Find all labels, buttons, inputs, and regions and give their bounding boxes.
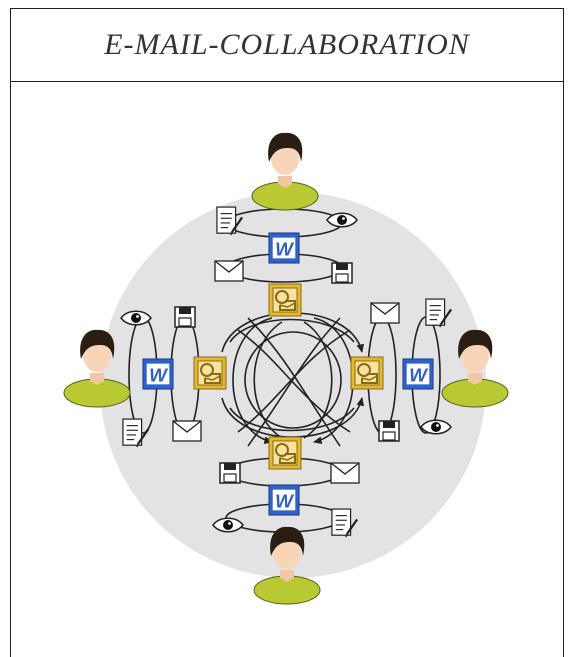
save-disk-icon: [174, 306, 196, 328]
envelope-icon: [330, 462, 360, 484]
save-disk-icon: [219, 462, 241, 484]
eye-icon: [212, 517, 244, 533]
save-disk-icon: [378, 420, 400, 442]
eye-icon: [326, 212, 358, 228]
outlook-icon: [193, 356, 227, 390]
outlook-icon: [350, 356, 384, 390]
title-bar: E-MAIL-COLLABORATION: [11, 9, 563, 82]
figure-frame: E-MAIL-COLLABORATION: [10, 8, 564, 657]
word-doc-icon: [402, 358, 434, 390]
save-disk-icon: [331, 262, 353, 284]
eye-icon: [420, 419, 452, 435]
outlook-icon: [268, 283, 302, 317]
word-doc-icon: [268, 484, 300, 516]
background-disc: [100, 192, 486, 578]
outlook-icon: [268, 436, 302, 470]
envelope-icon: [370, 302, 400, 324]
word-doc-icon: [142, 358, 174, 390]
eye-icon: [120, 310, 152, 326]
envelope-icon: [172, 420, 202, 442]
person-top: [251, 132, 319, 211]
envelope-icon: [214, 260, 244, 282]
page-title: E-MAIL-COLLABORATION: [104, 28, 470, 61]
word-doc-icon: [268, 232, 300, 264]
